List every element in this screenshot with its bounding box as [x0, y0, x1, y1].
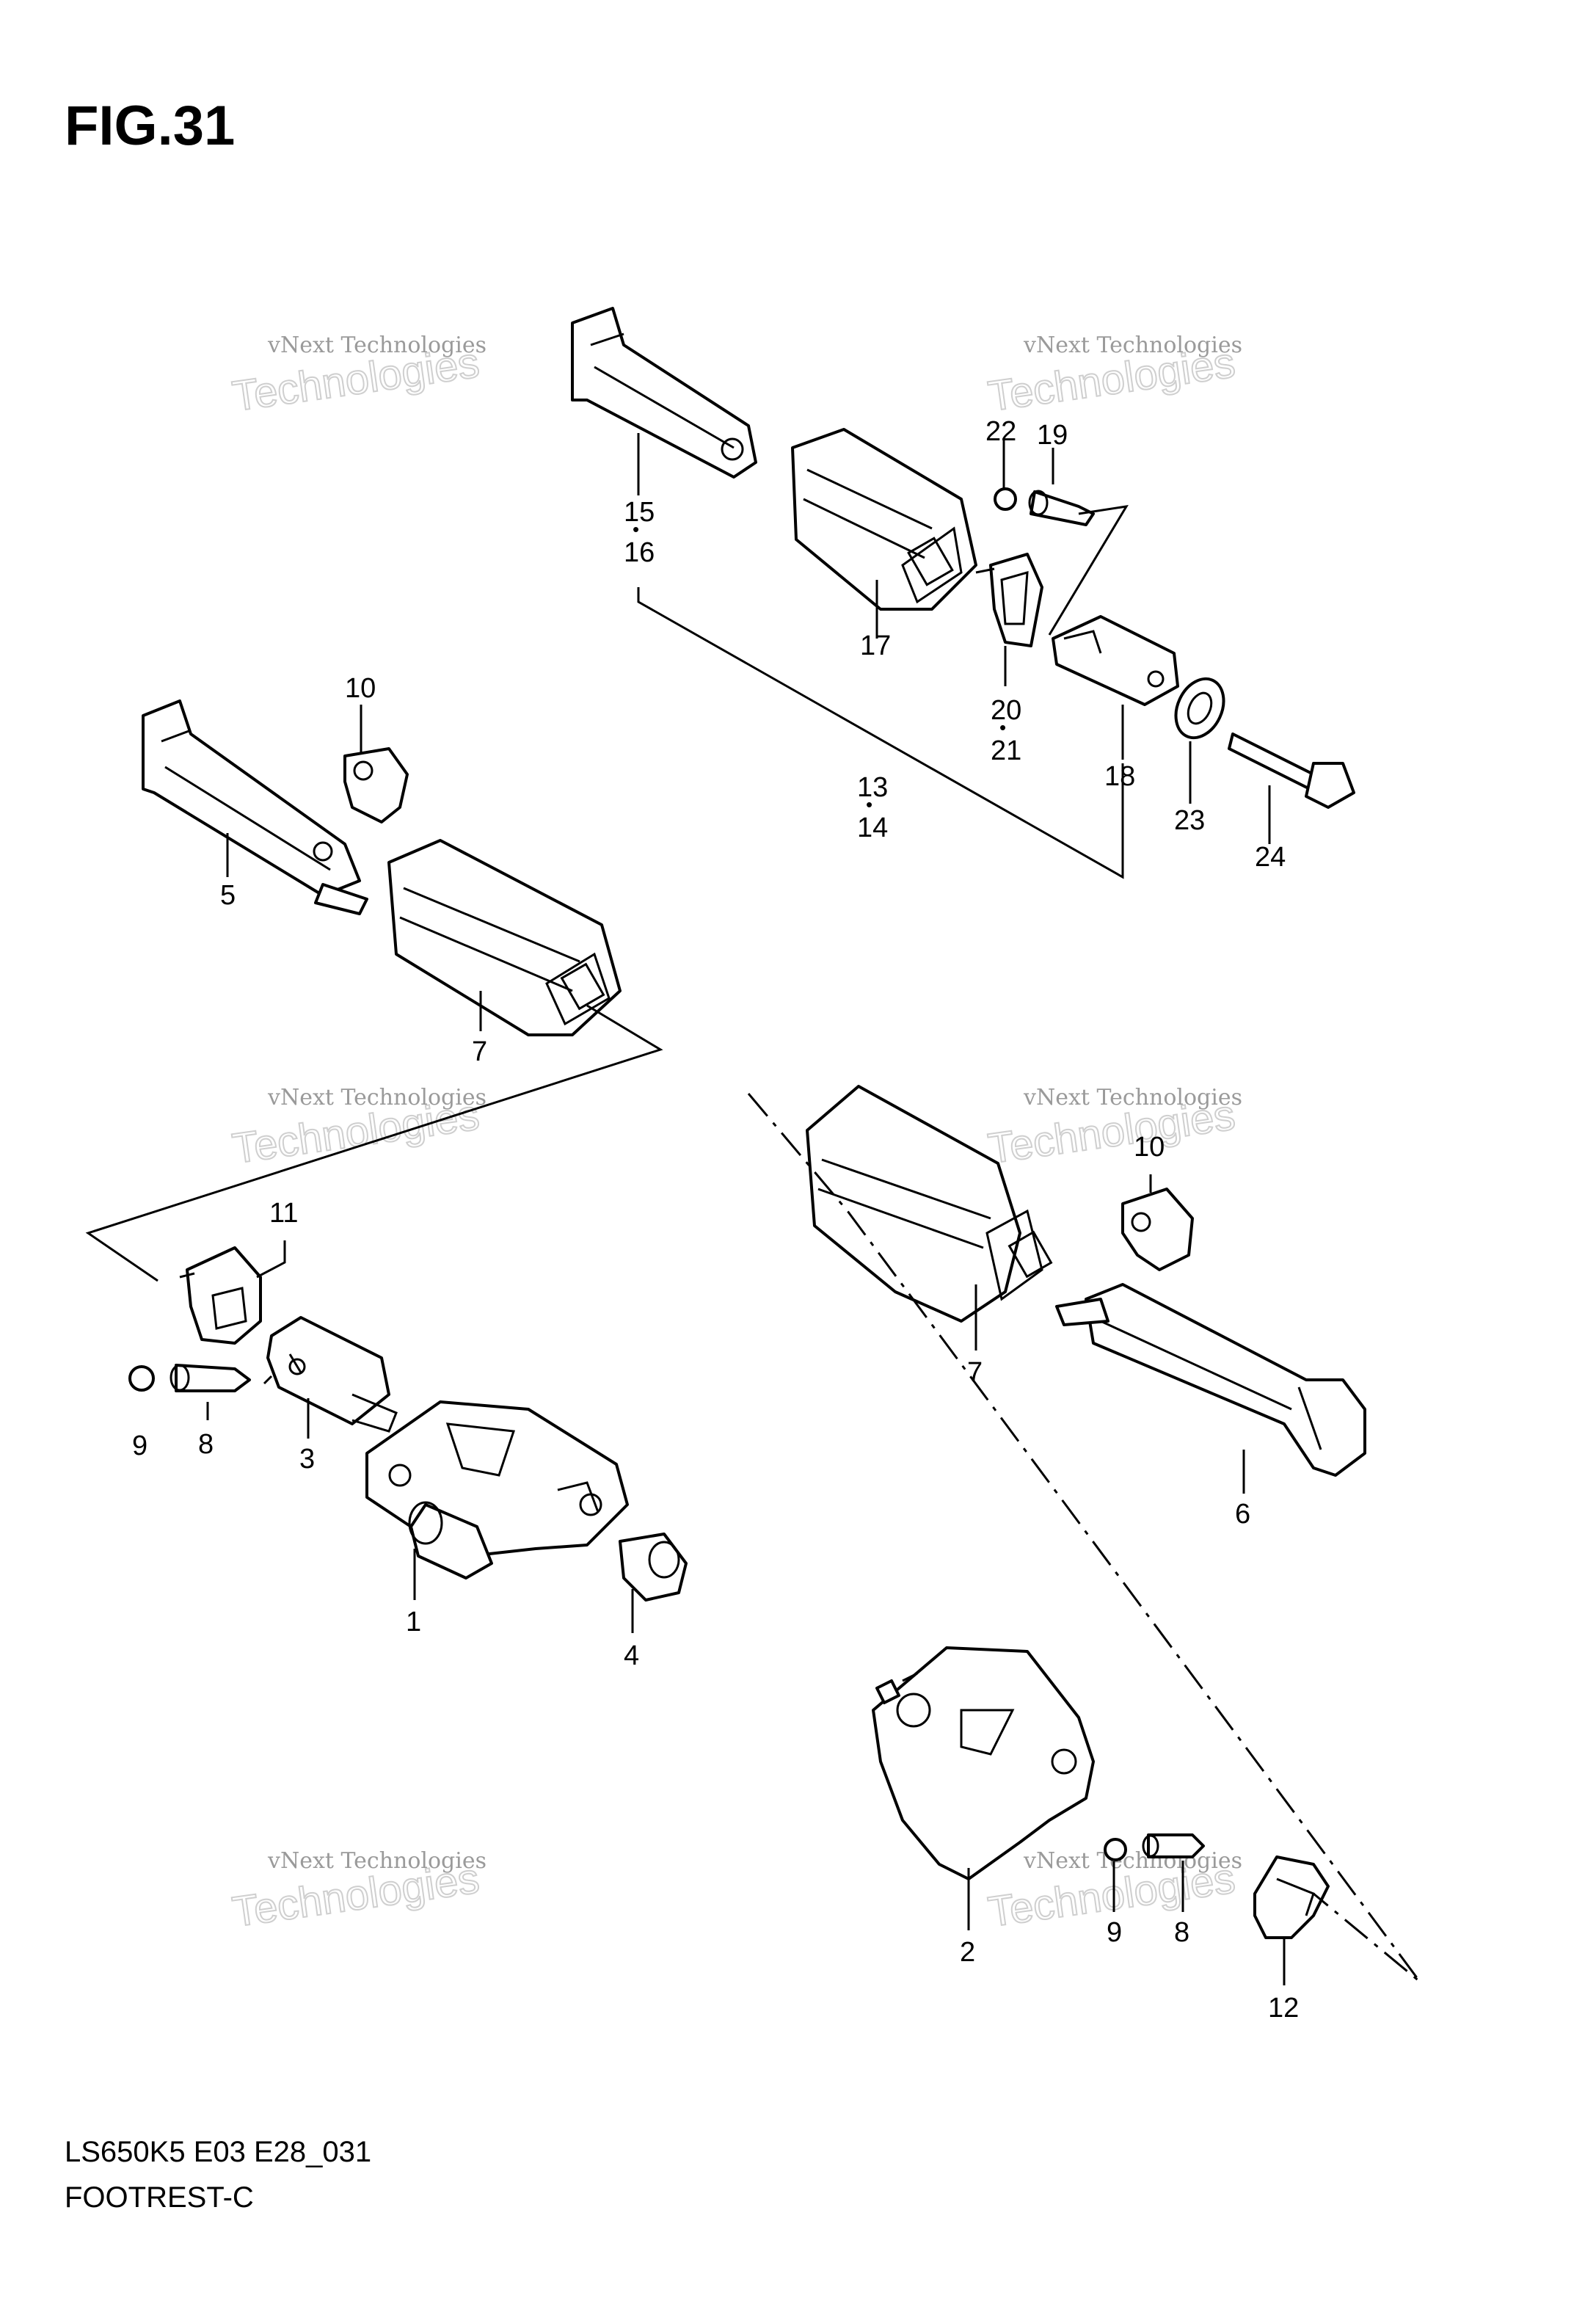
- pin-cap-left: [128, 1365, 155, 1392]
- model-code: LS650K5 E03 E28_031: [65, 2136, 372, 2168]
- footrest-bar-top: [571, 307, 757, 479]
- callout-22: 22: [985, 416, 1016, 447]
- footrest-rubber-left: [387, 839, 622, 1036]
- callout-3: 3: [299, 1444, 315, 1475]
- callout-8-right: 8: [1174, 1917, 1189, 1948]
- callout-6: 6: [1235, 1499, 1250, 1530]
- bolt-top: [1228, 733, 1355, 809]
- callout-13: 13: [857, 772, 888, 803]
- collar-left: [619, 1533, 688, 1602]
- svg-text:vNext Technologies: vNext Technologies: [1023, 1848, 1242, 1874]
- watermark-5: vNext Technologies Technologies: [229, 1848, 487, 1937]
- end-cap-right: [1253, 1855, 1330, 1939]
- watermark-4: vNext Technologies Technologies: [985, 1085, 1242, 1174]
- pin-cap-right: [1104, 1838, 1127, 1861]
- svg-text:vNext Technologies: vNext Technologies: [1023, 332, 1242, 358]
- footrest-bracket-left: [365, 1400, 629, 1579]
- callouts: 15 16 22 19 17 20 21 18 13 14 23 24 10 5…: [132, 416, 1299, 2024]
- callout-8-left: 8: [198, 1429, 214, 1460]
- callout-20: 20: [991, 695, 1021, 726]
- svg-text:vNext Technologies: vNext Technologies: [267, 332, 487, 358]
- footrest-bar-left: [142, 699, 368, 915]
- callout-12: 12: [1268, 1993, 1299, 2024]
- callout-17: 17: [860, 630, 891, 661]
- callout-15: 15: [624, 497, 655, 528]
- figure-title: FIG.31: [65, 95, 236, 157]
- callout-1: 1: [406, 1607, 421, 1637]
- callout-9-right: 9: [1107, 1917, 1122, 1948]
- callout-24: 24: [1255, 842, 1286, 873]
- separator-dot-20-21: •: [999, 716, 1006, 738]
- callout-7-left: 7: [472, 1036, 487, 1067]
- pin-cap-top: [994, 487, 1017, 511]
- callout-10-right: 10: [1134, 1132, 1165, 1163]
- bracket-plate-top: [975, 553, 1043, 647]
- callout-10-left: 10: [345, 673, 376, 704]
- svg-text:vNext Technologies: vNext Technologies: [267, 1085, 487, 1110]
- callout-16: 16: [624, 537, 655, 568]
- spring-pin-top: [1028, 490, 1095, 526]
- spring-pin-left: [170, 1364, 251, 1392]
- retaining-clip-left: [343, 747, 409, 824]
- callout-11: 11: [269, 1198, 298, 1229]
- callout-2: 2: [960, 1937, 975, 1968]
- callout-5: 5: [220, 880, 236, 911]
- watermark-1: vNext Technologies Technologies: [229, 332, 487, 421]
- section-name: FOOTREST-C: [65, 2181, 254, 2214]
- separator-dot-13-14: •: [866, 793, 872, 815]
- pivot-block-left: [266, 1316, 398, 1433]
- callout-19: 19: [1037, 420, 1068, 451]
- watermark-2: vNext Technologies Technologies: [985, 332, 1242, 421]
- callout-4: 4: [624, 1640, 639, 1671]
- callout-9-left: 9: [132, 1431, 147, 1461]
- retaining-clip-right: [1121, 1188, 1194, 1271]
- footrest-bracket-right: [872, 1646, 1095, 1880]
- svg-text:vNext Technologies: vNext Technologies: [1023, 1085, 1242, 1110]
- end-cap-left: [179, 1246, 262, 1345]
- callout-21: 21: [991, 735, 1021, 766]
- callout-14: 14: [857, 813, 888, 843]
- callout-7-right: 7: [967, 1357, 983, 1388]
- spring-pin-right: [1142, 1833, 1205, 1858]
- callout-18: 18: [1104, 761, 1135, 792]
- footrest-rubber-top: [791, 428, 977, 611]
- mount-bracket-top: [1052, 615, 1179, 706]
- washer-top: [1174, 677, 1225, 740]
- footrest-bar-right: [1055, 1283, 1366, 1477]
- leader-lines: [85, 433, 1421, 1985]
- watermark-3: vNext Technologies Technologies: [229, 1085, 487, 1174]
- callout-23: 23: [1174, 805, 1205, 836]
- separator-dot-15-16: •: [633, 518, 639, 540]
- svg-text:vNext Technologies: vNext Technologies: [267, 1848, 487, 1874]
- footrest-rubber-right: [806, 1085, 1053, 1323]
